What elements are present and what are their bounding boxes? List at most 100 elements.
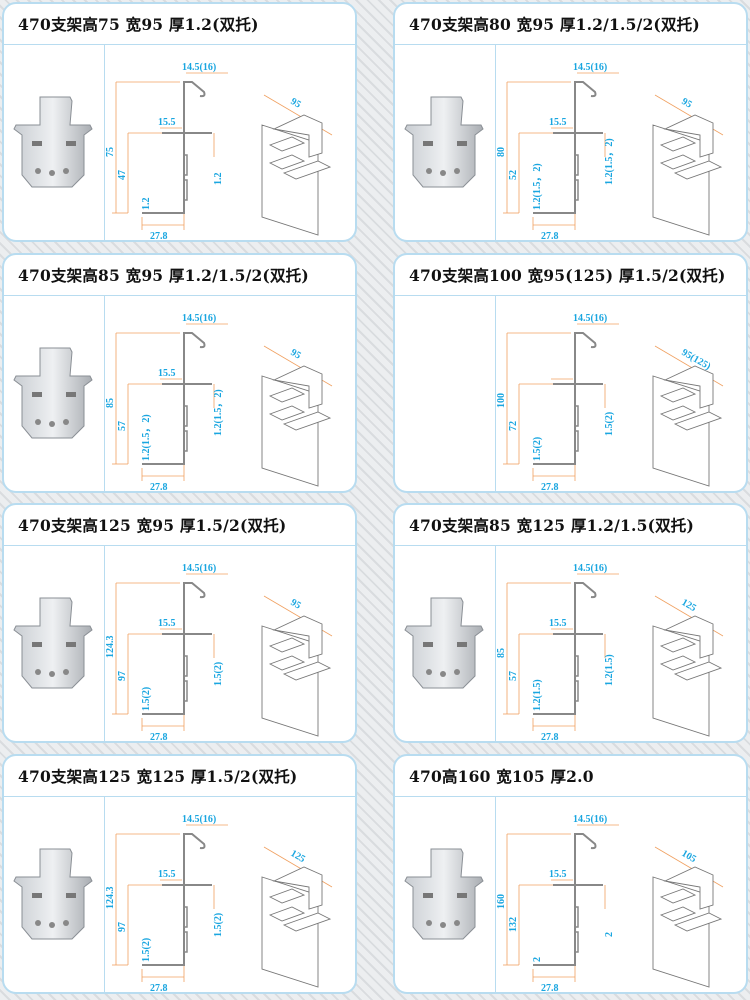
card-title: 470支架高80 宽95 厚1.2/1.5/2(双托) xyxy=(395,4,746,45)
isometric-view xyxy=(261,365,332,487)
left-thickness-dimension: 2 xyxy=(532,957,543,962)
base-dimension: 27.8 xyxy=(541,231,559,242)
section-profile xyxy=(533,332,603,465)
isometric-view xyxy=(652,365,723,487)
isometric-view xyxy=(261,866,332,988)
width-dimension: 95 xyxy=(680,96,694,111)
height-dimension: 80 xyxy=(496,147,507,157)
section-profile xyxy=(533,582,603,715)
bracket-photo xyxy=(13,96,93,188)
height-dimension: 100 xyxy=(496,393,507,408)
dimension-drawing: 14.5(16) 15.5 160 132 2 2 27.8 105 xyxy=(496,814,724,994)
photo-column xyxy=(4,797,105,992)
height-dimension: 124.3 xyxy=(105,887,116,910)
dimension-drawing: 14.5(16) 15.5 75 47 1.2 1.2 27.8 95 xyxy=(105,62,333,240)
height-dimension: 85 xyxy=(105,398,116,408)
mid-dimension: 15.5 xyxy=(158,618,176,629)
inner-height-dimension: 97 xyxy=(117,922,128,932)
base-dimension: 27.8 xyxy=(150,732,168,743)
left-thickness-dimension: 1.5(2) xyxy=(532,437,543,461)
dimension-lines xyxy=(112,824,333,982)
right-thickness-dimension: 1.2(1.5，2) xyxy=(604,138,615,185)
right-thickness-dimension: 1.5(2) xyxy=(213,913,224,937)
hook-dimension: 14.5(16) xyxy=(182,62,216,73)
product-card: 470支架高125 宽125 厚1.5/2(双托) xyxy=(2,754,357,994)
height-dimension: 160 xyxy=(496,894,507,909)
dimension-drawing: 14.5(16) 15.5 124.3 97 1.5(2) 1.5(2) 27.… xyxy=(105,814,333,994)
hook-dimension: 14.5(16) xyxy=(182,313,216,324)
right-thickness-dimension: 1.5(2) xyxy=(604,412,615,436)
isometric-view xyxy=(652,615,723,737)
card-title: 470高160 宽105 厚2.0 xyxy=(395,756,746,797)
dimension-lines xyxy=(503,72,724,230)
hook-dimension: 14.5(16) xyxy=(573,62,607,73)
height-dimension: 75 xyxy=(105,147,116,157)
inner-height-dimension: 57 xyxy=(117,421,128,431)
width-dimension: 95 xyxy=(289,597,303,612)
product-card: 470支架高85 宽125 厚1.2/1.5(双托) xyxy=(393,503,748,743)
left-thickness-dimension: 1.2 xyxy=(141,198,152,211)
mid-dimension: 15.5 xyxy=(158,368,176,379)
card-title: 470支架高100 宽95(125) 厚1.5/2(双托) xyxy=(395,255,746,296)
left-thickness-dimension: 1.2(1.5) xyxy=(532,679,543,711)
card-title: 470支架高125 宽95 厚1.5/2(双托) xyxy=(4,505,355,546)
hook-dimension: 14.5(16) xyxy=(573,563,607,574)
mid-dimension: 15.5 xyxy=(158,117,176,128)
product-card: 470支架高85 宽95 厚1.2/1.5/2(双托) xyxy=(2,253,357,493)
bracket-photo xyxy=(13,347,93,439)
inner-height-dimension: 57 xyxy=(508,671,519,681)
bracket-photo xyxy=(404,597,484,689)
photo-column xyxy=(4,45,105,240)
inner-height-dimension: 47 xyxy=(117,170,128,180)
product-card: 470高160 宽105 厚2.0 xyxy=(393,754,748,994)
card-title: 470支架高75 宽95 厚1.2(双托) xyxy=(4,4,355,45)
dimension-drawing: 14.5(16) 15.5 80 52 1.2(1.5，2) 1.2(1.5，2… xyxy=(496,62,724,242)
dimension-lines xyxy=(503,824,724,982)
dimension-lines xyxy=(503,323,724,481)
section-profile xyxy=(142,81,212,214)
isometric-view xyxy=(261,114,332,236)
base-dimension: 27.8 xyxy=(541,482,559,493)
width-dimension: 95 xyxy=(289,96,303,111)
bracket-photo xyxy=(13,848,93,940)
card-title: 470支架高125 宽125 厚1.5/2(双托) xyxy=(4,756,355,797)
mid-dimension: 15.5 xyxy=(549,618,567,629)
isometric-view xyxy=(261,615,332,737)
bracket-photo xyxy=(404,848,484,940)
mid-dimension: 15.5 xyxy=(549,869,567,880)
card-title: 470支架高85 宽125 厚1.2/1.5(双托) xyxy=(395,505,746,546)
bracket-photo xyxy=(404,96,484,188)
section-profile xyxy=(533,833,603,966)
right-thickness-dimension: 1.2(1.5，2) xyxy=(213,389,224,436)
height-dimension: 85 xyxy=(496,648,507,658)
bracket-photo xyxy=(13,597,93,689)
isometric-view xyxy=(652,866,723,988)
mid-dimension: 15.5 xyxy=(549,117,567,128)
photo-column xyxy=(395,546,496,741)
inner-height-dimension: 72 xyxy=(508,421,519,431)
left-thickness-dimension: 1.5(2) xyxy=(141,938,152,962)
inner-height-dimension: 97 xyxy=(117,671,128,681)
right-thickness-dimension: 1.2 xyxy=(213,173,224,186)
hook-dimension: 14.5(16) xyxy=(182,563,216,574)
base-dimension: 27.8 xyxy=(541,983,559,994)
hook-dimension: 14.5(16) xyxy=(573,313,607,324)
section-profile xyxy=(142,833,212,966)
base-dimension: 27.8 xyxy=(150,983,168,994)
card-title: 470支架高85 宽95 厚1.2/1.5/2(双托) xyxy=(4,255,355,296)
width-dimension: 95 xyxy=(289,347,303,362)
section-profile xyxy=(142,332,212,465)
left-thickness-dimension: 1.5(2) xyxy=(141,687,152,711)
dimension-drawing: 14.5(16) 15.5 124.3 97 1.5(2) 1.5(2) 27.… xyxy=(105,563,333,743)
left-thickness-dimension: 1.2(1.5，2) xyxy=(141,414,152,461)
width-dimension: 125 xyxy=(289,848,307,865)
isometric-view xyxy=(652,114,723,236)
photo-column xyxy=(395,45,496,240)
dimension-drawing: 14.5(16) 15.5 85 57 1.2(1.5，2) 1.2(1.5，2… xyxy=(105,313,333,491)
width-dimension: 105 xyxy=(680,848,698,865)
right-thickness-dimension: 1.5(2) xyxy=(213,662,224,686)
photo-column xyxy=(4,546,105,741)
photo-column xyxy=(395,296,496,491)
right-thickness-dimension: 2 xyxy=(604,932,615,937)
right-thickness-dimension: 1.2(1.5) xyxy=(604,654,615,686)
